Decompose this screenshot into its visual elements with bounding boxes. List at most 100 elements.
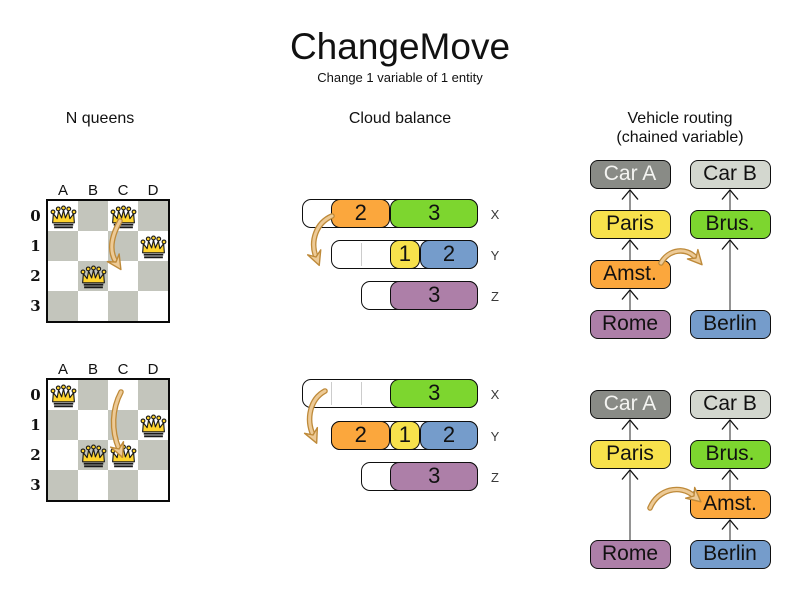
vehicle-node: Berlin [689, 310, 771, 339]
board-row-label: 1 [30, 416, 41, 434]
board-cell [138, 470, 168, 500]
vehicle-move-arrow-after-icon [647, 486, 702, 511]
chain-arrow [621, 418, 639, 440]
process-block: 2 [419, 421, 479, 450]
board-column-label: D [147, 361, 159, 378]
vehicle-node: Paris [589, 440, 671, 469]
board-column-label: A [57, 361, 68, 378]
board-cell [138, 410, 168, 440]
page-title: ChangeMove [289, 26, 511, 67]
process-block: 1 [390, 240, 420, 269]
computer-tray-X [302, 199, 479, 228]
column-header-nqueens: N queens [65, 110, 135, 127]
vehicle-node: Car A [589, 160, 671, 189]
computer-label: Z [491, 470, 499, 485]
process-block: 2 [331, 421, 391, 450]
board-column-label: D [147, 182, 159, 199]
vehicle-node: Car B [689, 160, 771, 189]
board-column-label: A [57, 182, 68, 199]
board-cell [138, 440, 168, 470]
queens-move-arrow-after-icon [109, 389, 125, 458]
vehicle-node: Rome [589, 540, 671, 569]
board-cell [108, 291, 138, 321]
board-cell [48, 231, 78, 261]
computer-tray-Z [360, 281, 479, 310]
board-cell [108, 201, 138, 231]
queen-icon [50, 205, 77, 230]
cloud-move-arrow-after-icon [303, 388, 328, 444]
board-row-label: 3 [30, 297, 41, 315]
computer-label: Z [491, 289, 499, 304]
board-cell [78, 440, 108, 470]
queen-icon [140, 414, 167, 439]
vehicle-node: Rome [589, 310, 671, 339]
board-cell [48, 470, 78, 500]
tray-divider [331, 382, 333, 405]
chain-arrow [721, 238, 739, 310]
process-block: 3 [390, 462, 479, 491]
board-cell [48, 261, 78, 291]
vehicle-node: Brus. [689, 440, 771, 469]
vehicle-node: Paris [589, 210, 671, 239]
board-row-label: 2 [30, 446, 41, 464]
chain-arrow [621, 238, 639, 260]
board-column-label: B [87, 361, 98, 378]
board-cell [78, 231, 108, 261]
queen-icon [80, 444, 107, 469]
board-row-label: 2 [30, 267, 41, 285]
board-cell [138, 380, 168, 410]
vehicle-node: Brus. [689, 210, 771, 239]
process-block: 3 [390, 379, 479, 408]
board-cell [138, 291, 168, 321]
board-cell [138, 231, 168, 261]
chain-arrow [621, 288, 639, 310]
board-column-label: C [117, 361, 129, 378]
board-cell [48, 291, 78, 321]
queen-icon [110, 444, 137, 469]
vehicle-node: Berlin [689, 540, 771, 569]
tray-divider [360, 382, 362, 405]
page-subtitle: Change 1 variable of 1 entity [317, 70, 483, 85]
computer-label: X [490, 387, 500, 402]
queens-move-arrow-before-icon [106, 218, 123, 271]
board-cell [78, 410, 108, 440]
queen-icon [140, 235, 167, 260]
queen-icon [80, 265, 107, 290]
chain-arrow [621, 188, 639, 210]
tray-divider [360, 243, 362, 266]
board-cell [78, 380, 108, 410]
board-cell [108, 261, 138, 291]
board-cell [138, 201, 168, 231]
chain-arrow [721, 188, 739, 210]
chain-arrow [621, 468, 639, 540]
vehicle-node: Amst. [589, 260, 671, 289]
vehicle-move-arrow-before-icon [658, 248, 703, 266]
vehicle-node: Car A [589, 390, 671, 419]
computer-label: X [490, 207, 500, 222]
board-cell [78, 201, 108, 231]
board-row-label: 3 [30, 476, 41, 494]
process-block: 2 [419, 240, 479, 269]
process-block: 3 [390, 199, 479, 228]
board-cell [108, 440, 138, 470]
computer-tray-Y [331, 240, 479, 269]
board-cell [78, 261, 108, 291]
computer-tray-Z [360, 462, 479, 491]
board-cell [108, 231, 138, 261]
board-cell [48, 440, 78, 470]
board-cell [108, 380, 138, 410]
computer-label: Y [490, 248, 500, 263]
board-cell [108, 410, 138, 440]
board-row-label: 1 [30, 237, 41, 255]
queen-icon [110, 205, 137, 230]
chain-arrow [721, 468, 739, 490]
board-cell [138, 261, 168, 291]
chain-arrow [721, 418, 739, 440]
queen-icon [50, 384, 77, 409]
